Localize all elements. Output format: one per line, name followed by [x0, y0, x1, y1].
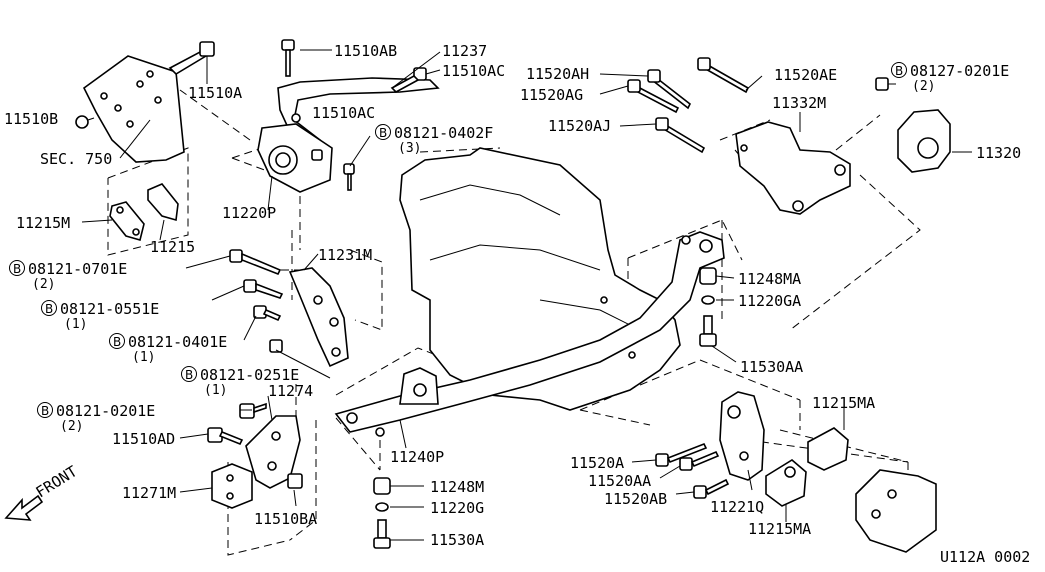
label-11231M: 11231M	[318, 246, 372, 264]
label-sec-750: SEC. 750	[40, 150, 112, 168]
label-11271M: 11271M	[122, 484, 176, 502]
bolt-callout-08127-0201E: B 08127-0201E (2)	[891, 62, 1009, 94]
label-11237: 11237	[442, 42, 487, 60]
label-11510AB: 11510AB	[334, 42, 397, 60]
bolt-qty-0201E: (2)	[60, 419, 83, 434]
bolt-callout-0251E: B 08121-0251E (1)	[181, 366, 299, 398]
label-11520AG: 11520AG	[520, 86, 583, 104]
lower-bracket-11274	[211, 415, 301, 509]
label-11215M: 11215M	[16, 214, 70, 232]
body-bracket	[82, 55, 185, 163]
bolt-marker: B	[45, 302, 53, 316]
bolt-qty-0401E: (1)	[132, 350, 155, 365]
bolt-qty-0701E: (2)	[32, 277, 55, 292]
label-11510BA: 11510BA	[254, 510, 317, 528]
label-11220GA: 11220GA	[738, 292, 801, 310]
label-11510AC-top: 11510AC	[442, 62, 505, 80]
front-upper-bracket	[257, 77, 440, 193]
label-11510A: 11510A	[188, 84, 242, 102]
label-11221Q: 11221Q	[710, 498, 764, 516]
label-11520AH: 11520AH	[526, 65, 589, 83]
rear-mount-11221Q	[719, 391, 765, 481]
label-11510AD: 11510AD	[112, 430, 175, 448]
label-11510AC-mid: 11510AC	[312, 104, 375, 122]
bolt-callout-0201E: B 08121-0201E (2)	[37, 402, 155, 434]
label-11215: 11215	[150, 238, 195, 256]
bolt-code-0701E: 08121-0701E	[28, 260, 127, 278]
rear-plate-11215MA	[765, 427, 849, 507]
bolt-code-0401E: 08121-0401E	[128, 333, 227, 351]
label-11220P: 11220P	[222, 204, 276, 222]
label-11520AE: 11520AE	[774, 66, 837, 84]
bolt-callout-0551E: B 08121-0551E (1)	[41, 300, 159, 332]
bolt-qty-0551E: (1)	[64, 317, 87, 332]
crossmember	[334, 231, 725, 437]
label-11520AB: 11520AB	[604, 490, 667, 508]
bolt-marker: B	[895, 64, 903, 78]
bolt-callout-0401E: B 08121-0401E (1)	[109, 333, 227, 365]
bolt-callouts: B 08121-0402F (3) B 08121-0701E (2) B 08…	[9, 62, 1009, 434]
bolt-code-0201E: 08121-0201E	[56, 402, 155, 420]
label-11215MA-bottom: 11215MA	[748, 520, 811, 538]
label-11320: 11320	[976, 144, 1021, 162]
bolt-code-08127-0201E: 08127-0201E	[910, 62, 1009, 80]
label-11510B: 11510B	[4, 110, 58, 128]
bolt-callout-0402F: B 08121-0402F (3)	[375, 124, 493, 156]
label-11240P: 11240P	[390, 448, 444, 466]
bolt-marker: B	[113, 335, 121, 349]
bolt-marker: B	[379, 126, 387, 140]
bolt-marker: B	[13, 262, 21, 276]
front-label: FRONT	[33, 462, 81, 501]
label-11274: 11274	[268, 382, 313, 400]
rear-bracket-11231M	[288, 267, 349, 368]
bolt-qty-0251E: (1)	[204, 383, 227, 398]
rear-body-bracket	[855, 469, 937, 553]
diagram-id-code: U112A 0002	[940, 548, 1030, 566]
bolt-qty-0402F: (3)	[398, 141, 421, 156]
label-11248M: 11248M	[430, 478, 484, 496]
label-11520A: 11520A	[570, 454, 624, 472]
label-11520AA: 11520AA	[588, 472, 651, 490]
front-arrow: FRONT	[4, 462, 81, 521]
fasteners	[75, 39, 889, 549]
bolt-callout-0701E: B 08121-0701E (2)	[9, 260, 127, 292]
leader-lines	[81, 49, 972, 541]
label-11520AJ: 11520AJ	[548, 117, 611, 135]
part-labels: 11510AB 11237 11510AC 11510AC 11510A 115…	[4, 42, 1030, 566]
bolt-qty-08127-0201E: (2)	[912, 79, 935, 94]
label-11220G: 11220G	[430, 499, 484, 517]
label-11530AA: 11530AA	[740, 358, 803, 376]
mount-plates	[109, 183, 179, 241]
bolt-code-0551E: 08121-0551E	[60, 300, 159, 318]
label-11248MA: 11248MA	[738, 270, 801, 288]
bolt-marker: B	[41, 404, 49, 418]
label-11530A: 11530A	[430, 531, 484, 549]
right-mount-11332M	[735, 121, 851, 215]
bolt-marker: B	[185, 368, 193, 382]
bolt-code-0251E: 08121-0251E	[200, 366, 299, 384]
bolt-code-0402F: 08121-0402F	[394, 124, 493, 142]
label-11215MA-top: 11215MA	[812, 394, 875, 412]
right-insulator-11320	[897, 109, 951, 173]
label-11332M: 11332M	[772, 94, 826, 112]
